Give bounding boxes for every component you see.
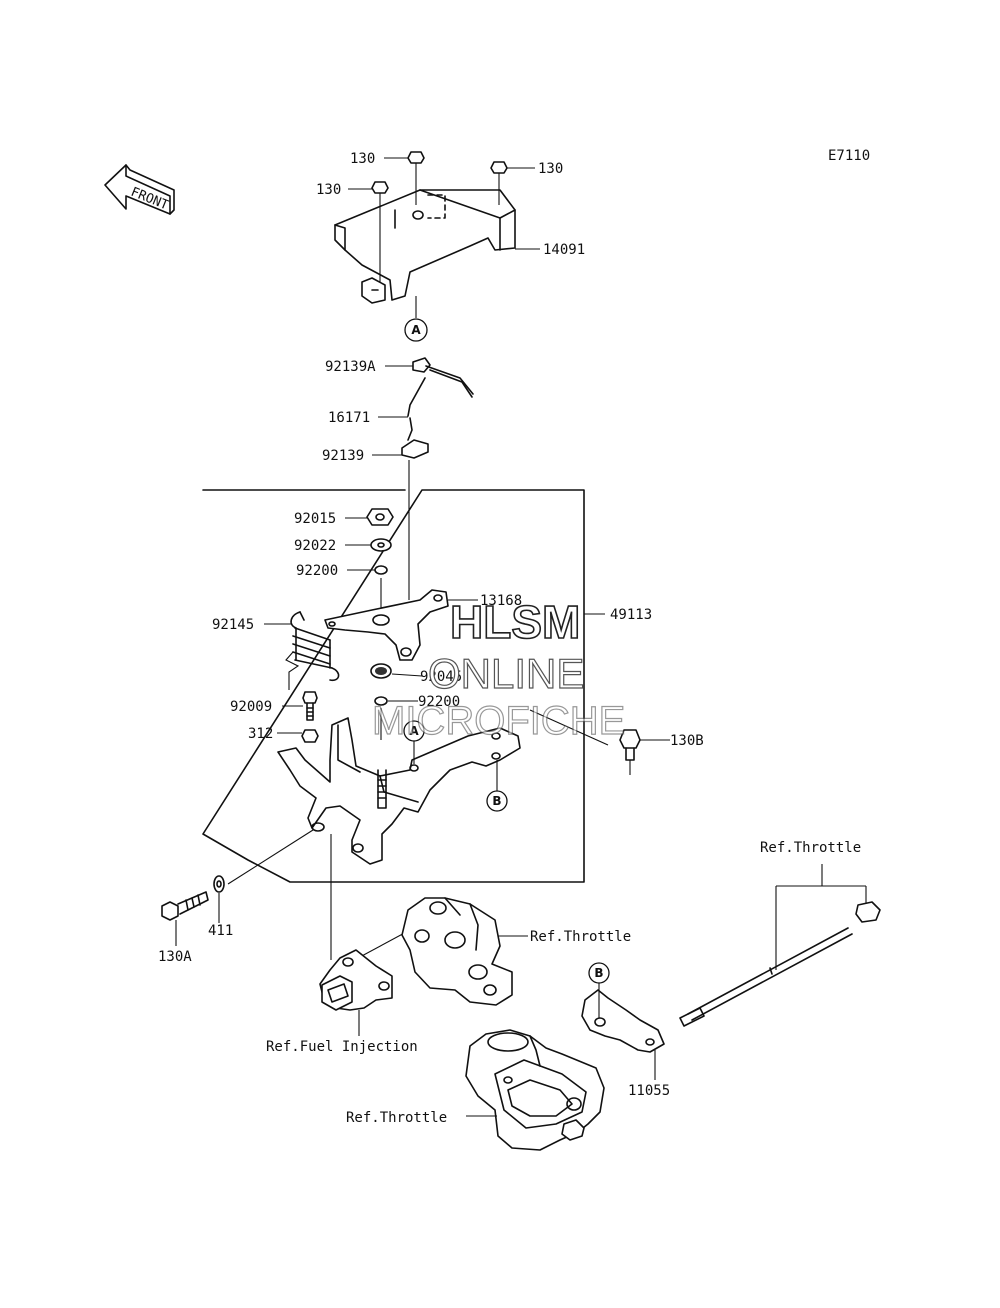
watermark-line2: ONLINE (428, 650, 584, 697)
clip-92139a (412, 357, 431, 373)
spring-92145 (290, 611, 340, 682)
throttle-sensor (319, 949, 393, 1011)
label-16171: 16171 (328, 410, 370, 426)
cable-bracket-11055 (581, 989, 665, 1053)
label-130a: 130A (158, 949, 192, 965)
svg-text:B: B (492, 794, 501, 808)
label-92045: 92045 (420, 669, 462, 685)
label-312: 312 (248, 726, 273, 742)
label-49113: 49113 (610, 607, 652, 623)
svg-text:A: A (409, 724, 419, 738)
clip-92139 (401, 439, 429, 459)
throttle-body-upper (401, 897, 513, 1006)
bolt-130-left (371, 181, 389, 282)
label-92139a: 92139A (325, 359, 376, 375)
throttle-cable (679, 927, 853, 1027)
lever-13168 (324, 589, 449, 661)
label-411: 411 (208, 923, 233, 939)
rod-16171 (407, 365, 474, 417)
bolt-130-right (490, 161, 508, 205)
label-92200-top: 92200 (296, 563, 338, 579)
watermark-line1: HLSM (450, 596, 580, 648)
bolt-130a (161, 891, 209, 921)
cover-14091 (334, 189, 516, 304)
label-92200-bottom: 92200 (418, 694, 460, 710)
label-11055: 11055 (628, 1083, 670, 1099)
callout-b-low: B (588, 962, 610, 984)
label-130-left: 130 (316, 182, 341, 198)
label-92139: 92139 (322, 448, 364, 464)
washer-92022 (370, 538, 392, 552)
label-92022: 92022 (294, 538, 336, 554)
label-ref-throttle-1: Ref.Throttle (760, 840, 861, 856)
svg-text:A: A (411, 323, 421, 337)
label-92145: 92145 (212, 617, 254, 633)
nut-312 (301, 729, 319, 743)
label-130-top: 130 (350, 151, 375, 167)
diagram-code: E7110 (828, 148, 870, 164)
label-92009: 92009 (230, 699, 272, 715)
label-130b: 130B (670, 733, 704, 749)
label-ref-throttle-2: Ref.Throttle (530, 929, 631, 945)
bushing-92045 (370, 663, 392, 679)
throttle-body-lower (465, 1029, 605, 1151)
callout-b-mid: B (486, 790, 508, 812)
collar-92200-top (374, 565, 388, 575)
label-13168: 13168 (480, 593, 522, 609)
front-arrow-icon: FRONT (104, 164, 175, 215)
leader-92045 (391, 673, 423, 677)
washer-411 (213, 875, 225, 893)
label-92015: 92015 (294, 511, 336, 527)
pin (377, 769, 387, 809)
nut-92015 (366, 508, 394, 526)
leader-ref-throttle-1 (775, 864, 867, 970)
watermark: HLSM ONLINE MICROFICHE (371, 595, 626, 743)
front-label: FRONT (129, 185, 171, 214)
collar-92200-bottom (374, 696, 388, 706)
callout-a-top: A (404, 318, 428, 342)
callout-a-mid: A (403, 720, 425, 742)
label-ref-throttle-3: Ref.Throttle (346, 1110, 447, 1126)
label-ref-fuel-injection: Ref.Fuel Injection (266, 1039, 418, 1055)
assembly-frame (202, 489, 585, 883)
watermark-line3: MICROFICHE (372, 699, 625, 743)
label-130-right: 130 (538, 161, 563, 177)
cable-nut (855, 901, 881, 923)
svg-text:B: B (594, 966, 603, 980)
bolt-92009 (302, 691, 318, 721)
label-14091: 14091 (543, 242, 585, 258)
bolt-130b (619, 729, 641, 761)
